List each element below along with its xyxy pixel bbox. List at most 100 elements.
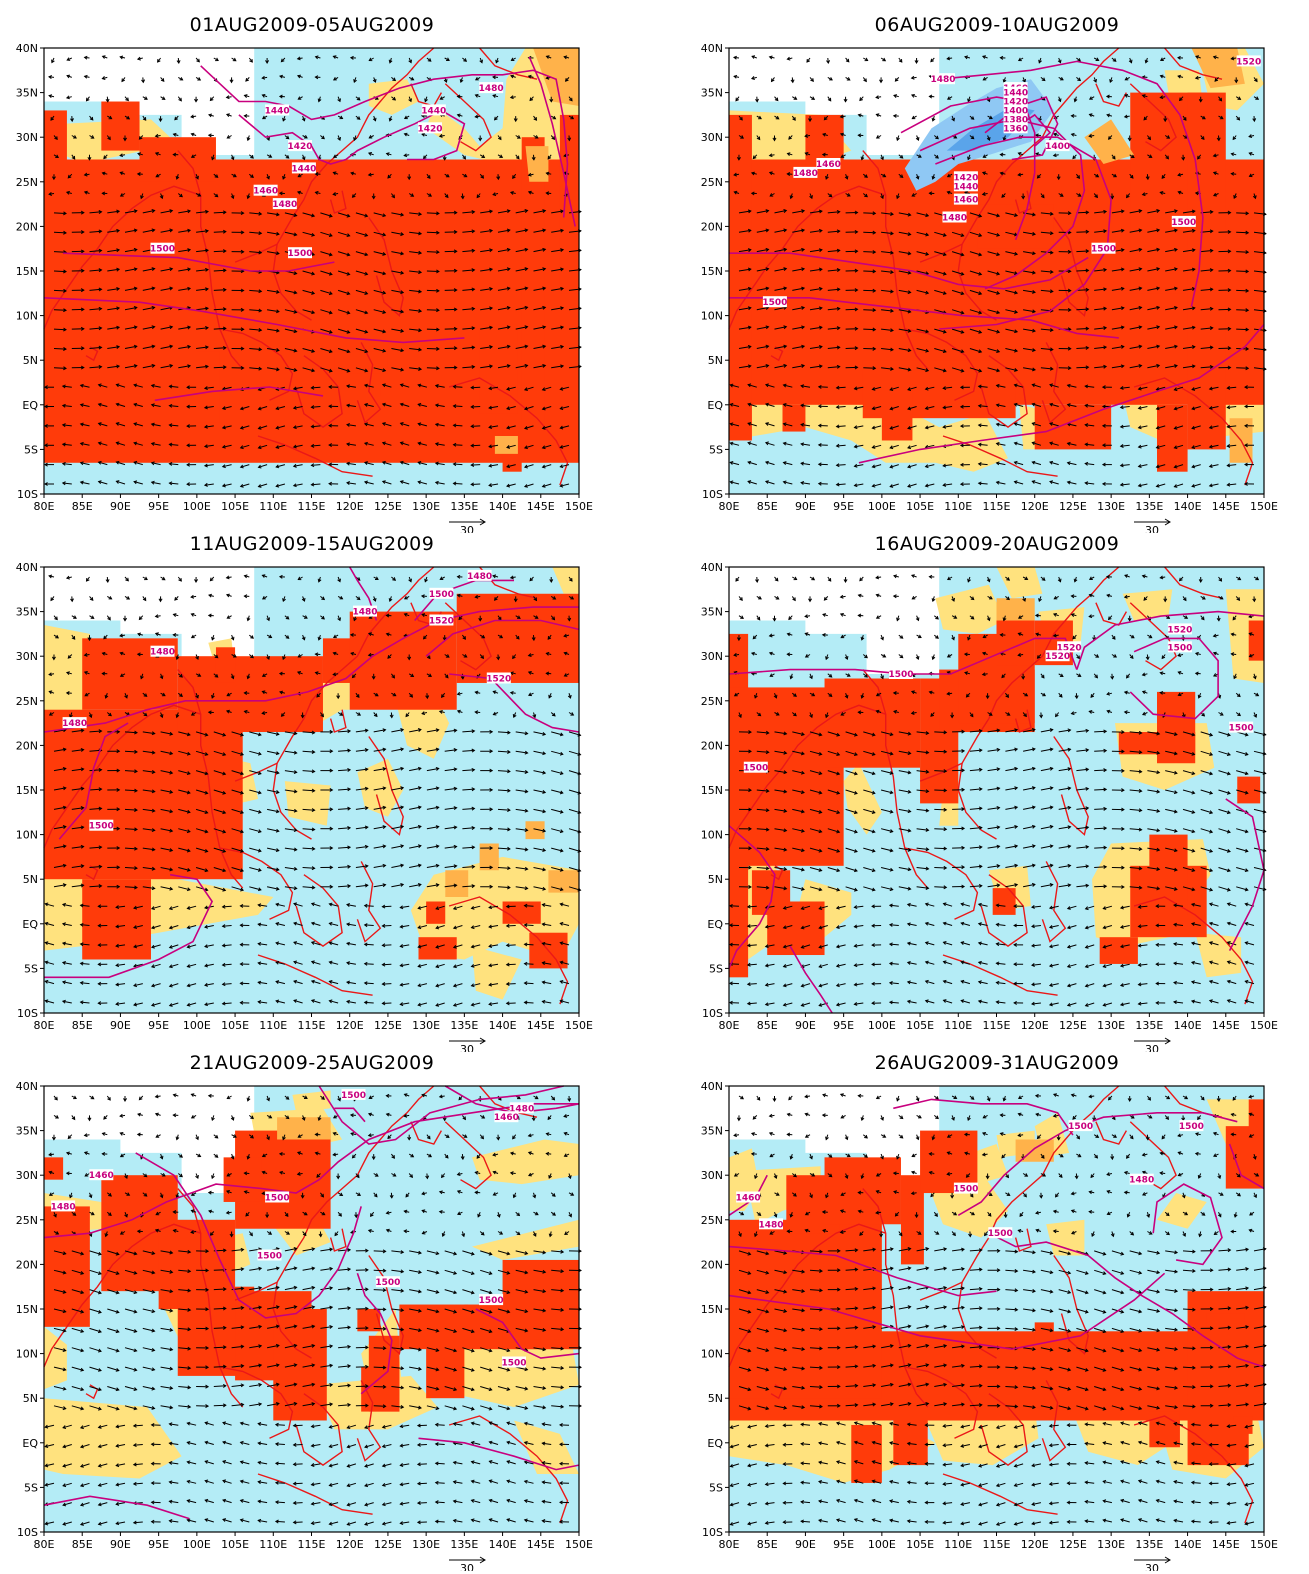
wind-vector	[747, 384, 757, 388]
wind-vector	[213, 847, 226, 853]
wind-arrowhead	[349, 55, 354, 60]
wind-arrowhead	[116, 228, 121, 233]
wind-vector	[996, 443, 1006, 446]
wind-arrowhead	[534, 135, 539, 139]
wind-arrowhead	[282, 656, 286, 661]
wind-arrowhead	[899, 635, 904, 639]
coastline	[1053, 217, 1089, 317]
wind-vector	[1191, 425, 1201, 429]
wind-arrowhead	[523, 961, 528, 966]
wind-arrowhead	[179, 77, 184, 81]
wind-vector	[774, 364, 787, 369]
wind-vector	[400, 925, 410, 928]
wind-arrowhead	[363, 480, 368, 485]
wind-arrowhead	[1248, 653, 1253, 658]
wind-arrowhead	[960, 291, 965, 296]
wind-arrowhead	[293, 348, 298, 353]
wind-arrowhead	[368, 152, 372, 156]
wind-vector	[89, 288, 102, 291]
wind-arrowhead	[505, 904, 510, 909]
wind-arrowhead	[98, 864, 103, 869]
wind-vector	[471, 905, 481, 909]
wind-arrowhead	[66, 74, 71, 79]
wind-arrowhead	[108, 115, 113, 120]
wind-arrowhead	[853, 386, 858, 391]
wind-arrowhead	[257, 848, 262, 853]
wind-arrowhead	[752, 635, 757, 640]
wind-arrowhead	[542, 770, 547, 775]
wind-arrowhead	[257, 941, 262, 946]
wind-arrowhead	[80, 307, 85, 312]
wind-arrowhead	[1057, 98, 1062, 103]
coastline	[234, 566, 435, 782]
wind-arrowhead	[481, 634, 486, 639]
wind-arrowhead	[951, 636, 955, 641]
wind-arrowhead	[275, 980, 280, 984]
wind-vector	[943, 406, 953, 409]
wind-vector	[89, 769, 102, 772]
wind-vector	[62, 424, 72, 427]
wind-arrowhead	[204, 905, 208, 910]
lon-label: 150E	[565, 500, 593, 513]
wind-vector	[222, 444, 232, 448]
wind-vector	[462, 885, 475, 888]
wind-arrowhead	[71, 636, 76, 640]
wind-arrowhead	[190, 132, 195, 137]
wind-vector	[497, 789, 510, 792]
coastline	[448, 896, 569, 1005]
wind-vector	[515, 345, 528, 349]
wind-arrowhead	[1230, 152, 1235, 157]
wind-vector	[1014, 442, 1024, 446]
wind-arrowhead	[1017, 615, 1022, 619]
wind-arrowhead	[1031, 422, 1036, 426]
lat-label: 5S	[24, 962, 38, 975]
wind-vector	[881, 212, 894, 215]
wind-vector	[515, 847, 528, 851]
wind-vector	[302, 212, 315, 217]
contour-label-bg	[479, 82, 504, 94]
wind-vector	[355, 251, 368, 256]
wind-vector	[142, 789, 155, 793]
wind-vector	[533, 326, 546, 330]
wind-arrowhead	[765, 286, 770, 291]
wind-vector	[1040, 270, 1053, 273]
wind-vector	[809, 210, 822, 214]
wind-arrowhead	[541, 980, 546, 985]
wind-vector	[551, 828, 563, 833]
wind-vector	[53, 289, 67, 292]
wind-arrowhead	[399, 1002, 404, 1007]
wind-arrowhead	[151, 847, 156, 852]
wind-arrowhead	[328, 999, 333, 1004]
wind-vector	[1005, 348, 1018, 352]
wind-vector	[969, 251, 982, 256]
wind-arrowhead	[801, 325, 806, 330]
wind-arrowhead	[126, 115, 131, 120]
wind-arrowhead	[1255, 96, 1260, 100]
wind-arrowhead	[959, 385, 964, 390]
wind-vector	[738, 268, 751, 272]
wind-vector	[934, 270, 947, 275]
wind-arrowhead	[61, 481, 66, 486]
wind-arrowhead	[1156, 305, 1161, 310]
wind-arrowhead	[559, 771, 564, 775]
wind-arrowhead	[62, 844, 67, 849]
wind-vector	[418, 963, 428, 967]
wind-arrowhead	[190, 634, 195, 639]
wind-arrowhead	[857, 613, 862, 618]
wind-arrowhead	[924, 425, 929, 430]
wind-arrowhead	[474, 710, 479, 715]
wind-vector	[400, 480, 410, 485]
wind-arrowhead	[1052, 153, 1057, 158]
wind-arrowhead	[346, 999, 350, 1004]
wind-arrowhead	[314, 652, 319, 657]
wind-arrowhead	[101, 55, 106, 59]
lon-label: 135E	[450, 1019, 478, 1032]
wind-arrowhead	[1244, 443, 1248, 448]
contour-label-bg	[953, 193, 978, 205]
wind-vector	[1032, 384, 1042, 388]
wind-vector	[355, 231, 368, 237]
wind-arrowhead	[1232, 136, 1237, 141]
wind-arrowhead	[381, 402, 386, 407]
wind-vector	[267, 231, 279, 235]
wind-vector	[240, 483, 250, 487]
